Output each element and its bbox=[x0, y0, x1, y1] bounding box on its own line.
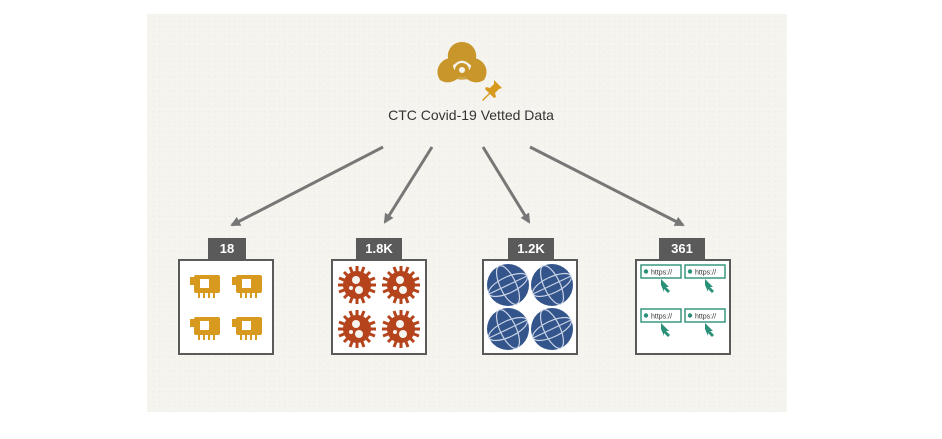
pushpin-icon bbox=[482, 80, 502, 101]
url-link-icon: https:// https:// https:// https:// bbox=[640, 264, 726, 337]
url-text: https:// bbox=[651, 270, 672, 277]
arrow-to-domains bbox=[481, 146, 531, 224]
globe-icon bbox=[484, 261, 576, 353]
arrow-to-urls bbox=[529, 145, 685, 227]
urls-count-badge: 361 bbox=[659, 238, 705, 259]
viruses-node bbox=[331, 259, 427, 355]
url-text: https:// bbox=[651, 314, 672, 321]
url-text: https:// bbox=[695, 270, 716, 277]
virus-icon bbox=[336, 264, 422, 350]
domains-count-badge: 1.2K bbox=[508, 238, 554, 259]
viruses-count-badge: 1.8K bbox=[356, 238, 402, 259]
indicators-node bbox=[178, 259, 274, 355]
indicators-count-badge: 18 bbox=[208, 238, 246, 259]
arrow-to-viruses bbox=[383, 146, 434, 224]
url-text: https:// bbox=[695, 314, 716, 321]
network-card-icon bbox=[190, 275, 262, 340]
urls-node: https:// https:// https:// https:// bbox=[635, 259, 731, 355]
hub-title: CTC Covid-19 Vetted Data bbox=[388, 107, 554, 123]
arrow-to-indicators bbox=[230, 145, 384, 227]
biohazard-icon bbox=[437, 41, 487, 83]
domains-node bbox=[482, 259, 578, 355]
